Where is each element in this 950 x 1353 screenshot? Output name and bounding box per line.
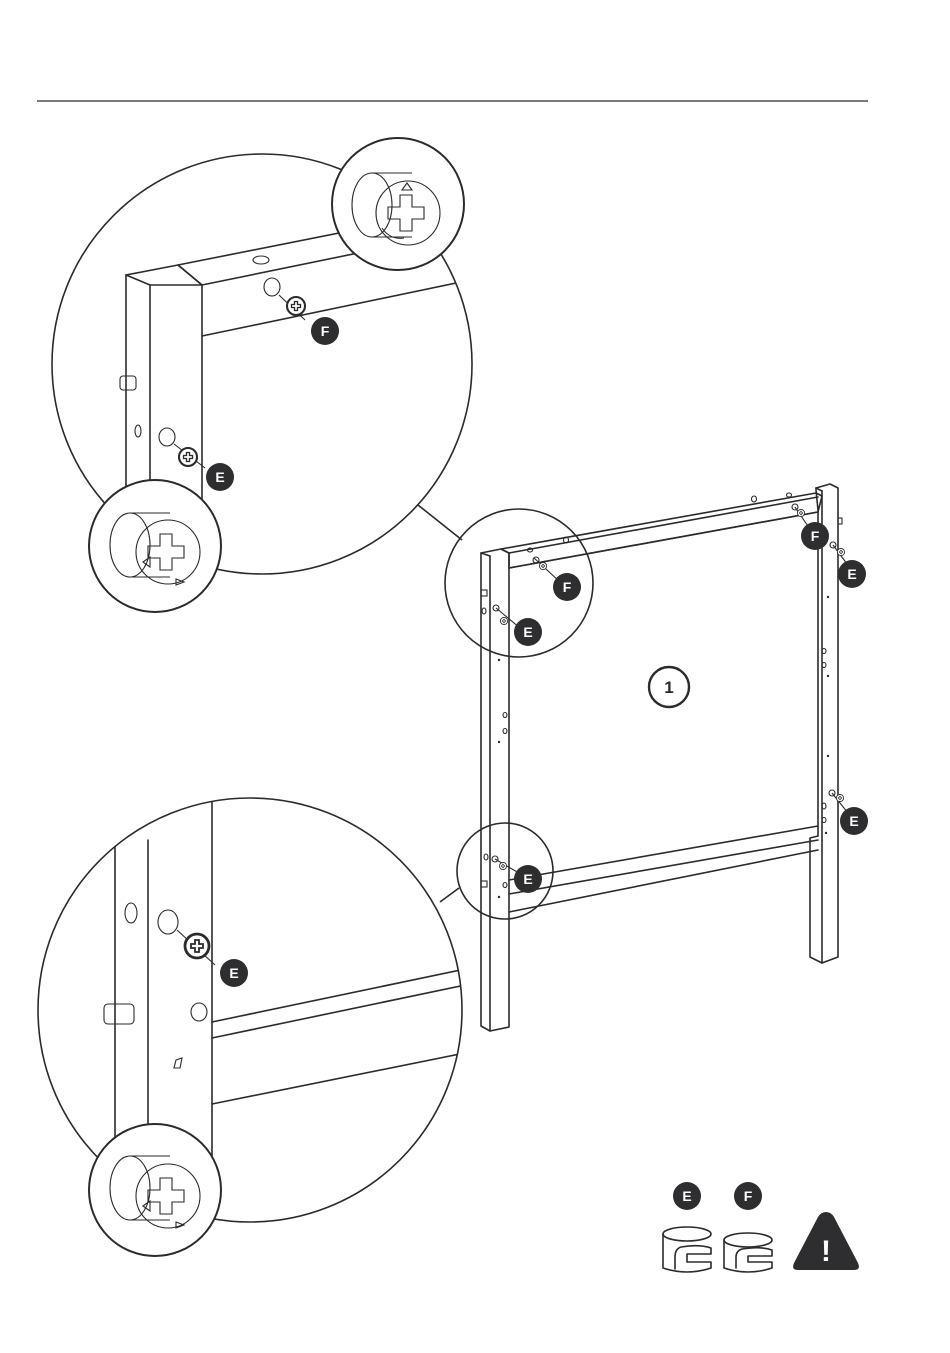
part-badge-e: E (514, 618, 542, 646)
cam-lock-zoom-f (332, 138, 464, 270)
cam-lock-e-icon (663, 1227, 711, 1272)
part-badge-e: E (206, 463, 234, 491)
legend: E F ! (663, 1182, 859, 1272)
part-badge-e: E (838, 560, 866, 588)
svg-text:F: F (321, 323, 330, 339)
cam-lock-zoom-e-bottom (89, 1124, 221, 1256)
legend-badge-f: F (734, 1182, 762, 1210)
bottom-rail (509, 826, 818, 912)
part-badge-f: F (553, 573, 581, 601)
svg-text:E: E (849, 813, 858, 829)
svg-text:E: E (215, 469, 224, 485)
step-number: 1 (649, 667, 689, 707)
svg-text:E: E (229, 965, 238, 981)
part-badge-e: E (514, 865, 542, 893)
svg-text:F: F (811, 528, 820, 544)
frame-assembly (445, 484, 852, 1031)
cam-lock-f-icon (724, 1233, 772, 1272)
svg-text:E: E (523, 871, 532, 887)
svg-text:E: E (847, 566, 856, 582)
part-badge-f: F (801, 522, 829, 550)
svg-text:E: E (523, 624, 532, 640)
svg-text:F: F (744, 1188, 753, 1204)
warning-triangle-icon: ! (793, 1212, 859, 1270)
svg-text:E: E (682, 1188, 691, 1204)
cam-lock-zoom-e-top (89, 480, 221, 612)
connector-bottom (440, 888, 459, 902)
right-leg (810, 484, 838, 963)
connector-top (418, 505, 462, 540)
part-badge-e: E (840, 807, 868, 835)
svg-text:1: 1 (664, 678, 673, 697)
legend-badge-e: E (673, 1182, 701, 1210)
part-badge-e: E (220, 959, 248, 987)
top-rail (501, 493, 822, 568)
part-badge-f: F (311, 317, 339, 345)
svg-text:F: F (563, 579, 572, 595)
svg-text:!: ! (821, 1235, 831, 1268)
